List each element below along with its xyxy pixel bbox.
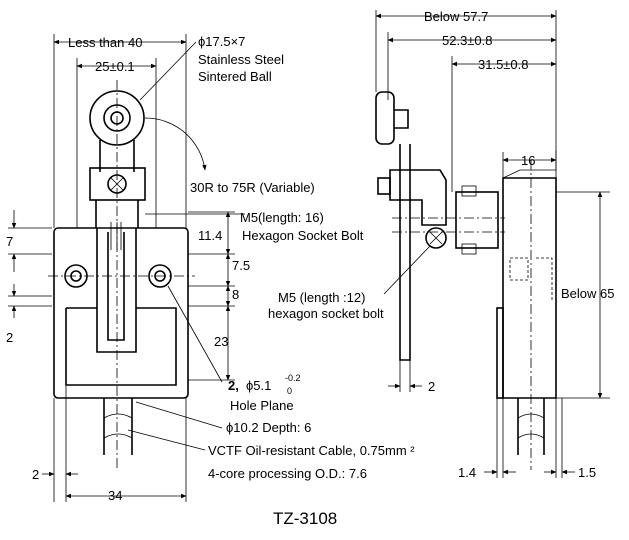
side-head-tab-top <box>461 185 477 197</box>
label-7: 7 <box>6 234 13 249</box>
label-hole-plane: Hole Plane <box>230 398 294 413</box>
plunger-hatch <box>110 222 122 250</box>
label-8: 8 <box>232 287 239 302</box>
lever-arm <box>99 140 135 172</box>
label-less-than-40: Less than 40 <box>68 35 142 50</box>
label-ball-material-1: Stainless Steel <box>198 52 284 67</box>
label-2-left: 2 <box>6 330 13 345</box>
label-hole-count: 2, <box>228 378 239 393</box>
plunger-slot <box>96 228 137 353</box>
front-dimensions <box>8 34 245 502</box>
side-bolt <box>425 227 447 249</box>
side-clamp-nut <box>377 177 391 195</box>
label-m5-12-b: hexagon socket bolt <box>268 306 384 321</box>
side-hidden <box>509 257 553 300</box>
side-roller <box>375 91 395 145</box>
label-hole-tol-up: -0.2 <box>285 373 301 383</box>
side-lever <box>399 144 411 361</box>
label-34: 34 <box>108 488 122 503</box>
label-23: 23 <box>214 334 228 349</box>
side-cover <box>496 307 504 399</box>
labels: Less than 40 25±0.1 ϕ17.5×7 Stainless St… <box>6 9 614 528</box>
label-bore: ϕ10.2 Depth: 6 <box>226 420 311 435</box>
side-body-step <box>502 169 556 179</box>
cover-window <box>65 307 177 386</box>
label-1-5: 1.5 <box>578 465 596 480</box>
side-clamp <box>389 169 447 226</box>
side-cable <box>517 398 545 455</box>
label-25: 25±0.1 <box>95 59 135 74</box>
side-dimensions <box>375 10 610 478</box>
side-bolt-cross <box>429 231 443 245</box>
label-m5-12-a: M5 (length :12) <box>278 290 365 305</box>
front-view <box>48 80 207 470</box>
label-2-bottom: 2 <box>32 467 39 482</box>
side-head <box>455 191 499 249</box>
side-body <box>502 177 557 399</box>
label-ball-material-2: Sintered Ball <box>198 69 272 84</box>
label-11-4: 11.4 <box>198 228 222 243</box>
lever-lower <box>95 200 139 228</box>
label-31-5: 31.5±0.8 <box>478 57 529 72</box>
label-below-57-7: Below 57.7 <box>424 9 488 24</box>
radius-arc <box>144 117 207 171</box>
label-1-4: 1.4 <box>458 465 476 480</box>
lever-clamp <box>89 167 146 201</box>
label-2-side: 2 <box>428 379 435 394</box>
drawing-title: TZ-3108 <box>273 509 337 528</box>
side-view <box>375 91 557 470</box>
label-16: 16 <box>521 153 535 168</box>
label-m5-16-b: Hexagon Socket Bolt <box>242 228 364 243</box>
cable-gland <box>103 398 133 455</box>
cable-wave <box>103 413 133 439</box>
label-ball-dia: ϕ17.5×7 <box>198 34 245 49</box>
label-cable-1: VCTF Oil-resistant Cable, 0.75mm ² <box>208 443 415 458</box>
housing-front <box>53 227 189 399</box>
side-head-tab-bot <box>461 243 477 255</box>
label-52-3: 52.3±0.8 <box>442 33 493 48</box>
label-7-5: 7.5 <box>232 258 250 273</box>
roller-outer <box>89 90 145 146</box>
label-radius: 30R to 75R (Variable) <box>190 180 315 195</box>
label-cable-2: 4-core processing O.D.: 7.6 <box>208 466 367 481</box>
side-roller-axle <box>394 109 409 129</box>
label-below-65: Below 65 <box>561 286 614 301</box>
label-hole-dia: ϕ5.1 <box>246 378 271 393</box>
label-m5-16-a: M5(length: 16) <box>240 210 324 225</box>
label-hole-tol-dn: 0 <box>287 386 292 396</box>
